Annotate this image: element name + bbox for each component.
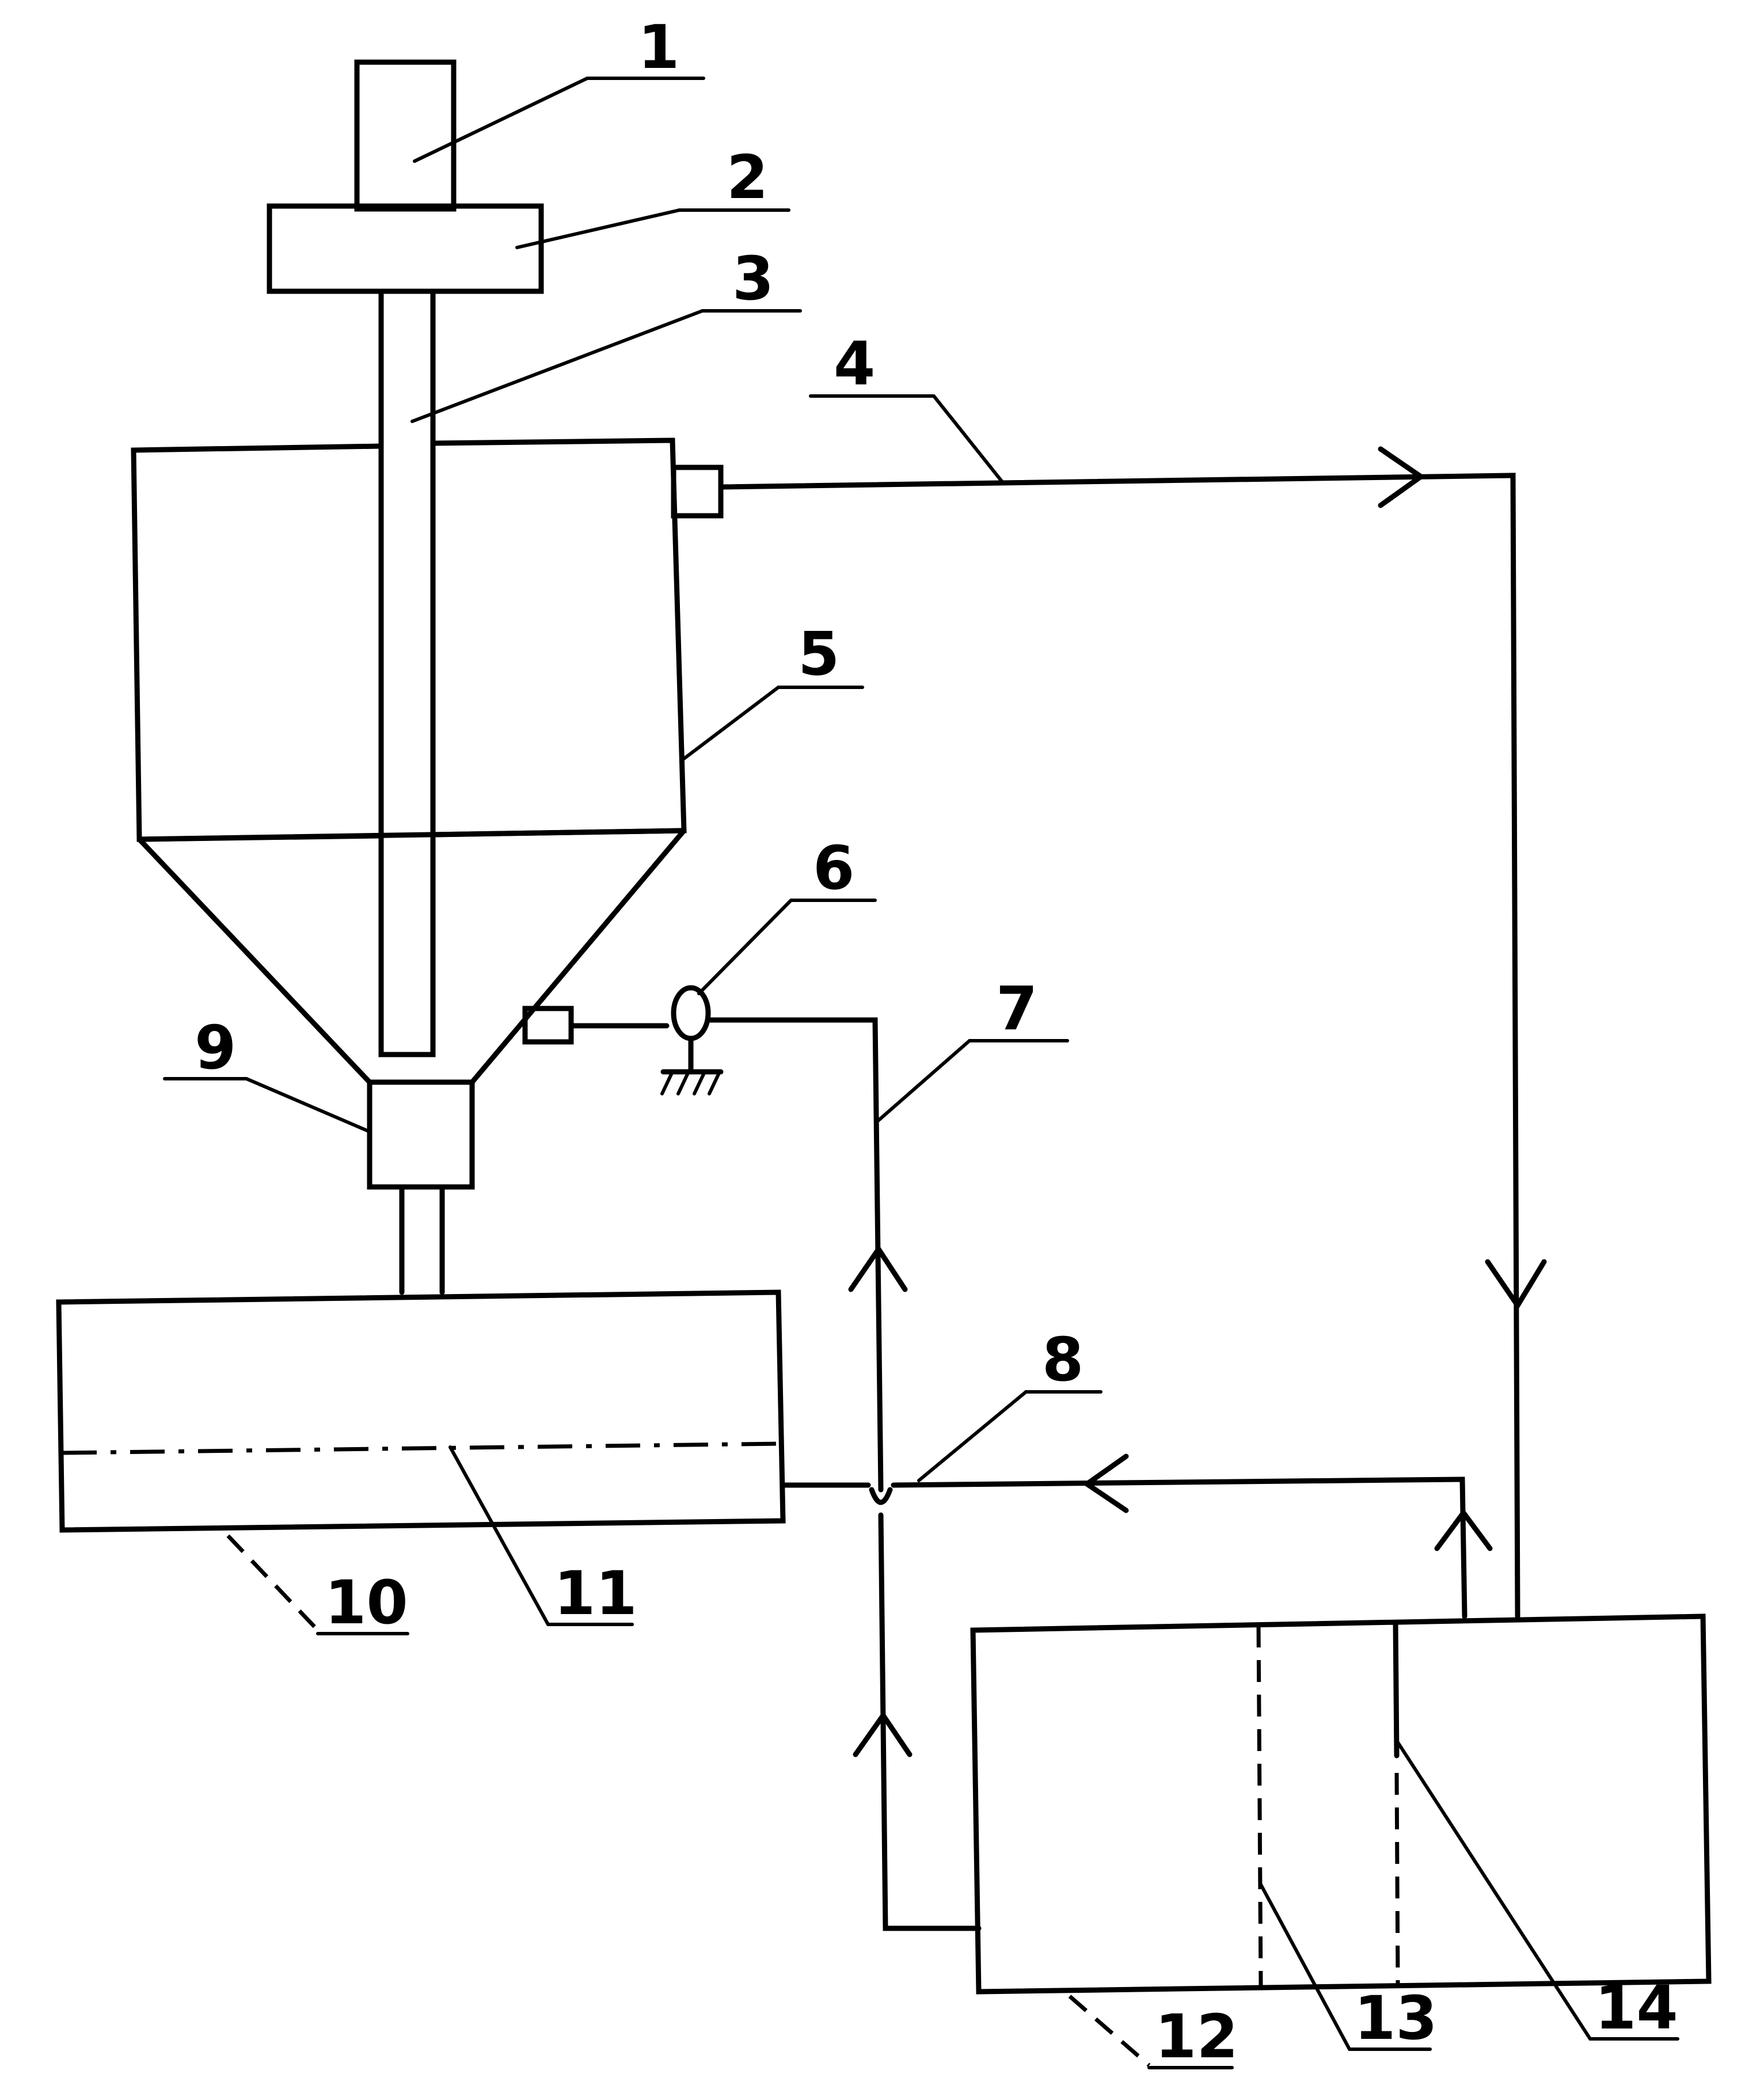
label-10: 10 (325, 1567, 408, 1638)
component-3-shaft (378, 288, 436, 1057)
pump-ground-hatch-3 (693, 1070, 706, 1095)
leader-line-1 (413, 77, 589, 163)
pump-ground-hatch-2 (676, 1070, 690, 1095)
component-14-baffle-solid (1393, 1620, 1400, 1759)
label-11: 11 (554, 1558, 637, 1628)
label-6: 6 (813, 833, 854, 903)
leader-line-10 (226, 1534, 320, 1632)
line-8-arrow-up (1434, 1508, 1493, 1551)
label-3: 3 (732, 243, 774, 314)
feed-line-lower (878, 1512, 982, 1931)
leader-line-9 (245, 1077, 371, 1133)
label-7: 7 (996, 973, 1037, 1044)
vessel-cylinder-cone-divider (136, 833, 384, 842)
component-8-overflow-line-right (891, 1476, 1468, 1619)
line-4-arrow-right (1378, 446, 1425, 508)
leader-line-6 (697, 899, 793, 995)
pump-ground-hatch-1 (660, 1070, 674, 1095)
label-4: 4 (834, 329, 875, 399)
leader-line-14 (1395, 1739, 1592, 2041)
leader-line-2 (515, 208, 681, 249)
label-9: 9 (195, 1013, 236, 1083)
feed-line-crossover (869, 1487, 893, 1505)
component-5-vessel-body (131, 437, 687, 842)
label-1: 1 (638, 12, 679, 82)
line-4-arrow-down (1485, 1259, 1547, 1311)
component-13-dashed-partition (1256, 1625, 1263, 1988)
component-2-flange (267, 203, 544, 294)
leader-line-13 (1259, 1883, 1351, 2051)
leader-line-12 (1068, 1995, 1151, 2067)
leader-line-7 (876, 1039, 971, 1123)
component-6-pump (671, 985, 711, 1041)
leader-line-4 (932, 394, 1003, 483)
pump-ground-hatch-4 (708, 1070, 721, 1095)
leader-line-3 (410, 309, 704, 423)
leader-line-8 (917, 1390, 1028, 1482)
line-7-arrow-up-lower (853, 1711, 913, 1757)
label-13: 13 (1354, 1983, 1438, 2053)
component-7-feed-line (705, 1017, 884, 1493)
component-14-baffle-dashed (1394, 1772, 1400, 1985)
component-4-return-line (718, 473, 1520, 1619)
line-8-arrow-left (1082, 1453, 1129, 1513)
line-7-arrow-up-upper (848, 1244, 908, 1292)
component-11-level-line (62, 1441, 781, 1455)
leader-line-5 (682, 686, 780, 760)
component-9-discharge-valve (367, 1079, 475, 1190)
vessel-top-outlet-nozzle (671, 465, 724, 519)
component-12-settling-tank (970, 1613, 1712, 1995)
label-5: 5 (798, 619, 839, 689)
label-12: 12 (1155, 2001, 1238, 2072)
vessel-cylinder-cone-divider-right (430, 828, 687, 838)
label-14: 14 (1595, 1973, 1678, 2043)
component-1-motor (354, 59, 457, 212)
leader-line-11 (448, 1445, 550, 1626)
label-2: 2 (727, 142, 768, 212)
label-8: 8 (1042, 1325, 1084, 1395)
component-10-lower-tank (56, 1289, 786, 1533)
